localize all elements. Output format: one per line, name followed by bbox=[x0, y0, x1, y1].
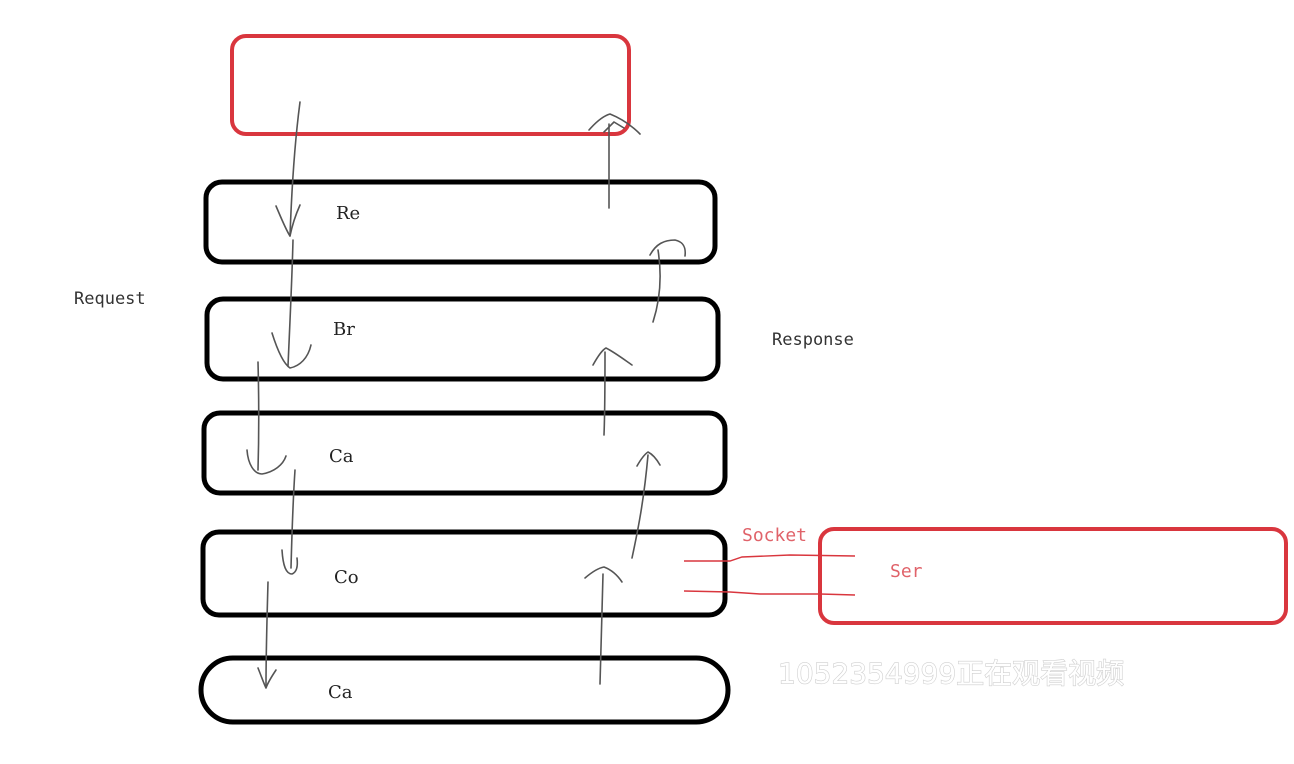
request-arrow-4 bbox=[290, 469, 296, 569]
layer-box-ca bbox=[201, 410, 728, 496]
layer-label-ca-bottom: Ca bbox=[328, 682, 353, 703]
request-arrow-5-head bbox=[257, 667, 277, 689]
layer-label-ca: Ca bbox=[329, 446, 354, 467]
layer-label-br: Br bbox=[333, 319, 355, 340]
response-arrow-5-tip bbox=[603, 121, 625, 133]
layer-label-re: Re bbox=[336, 203, 360, 224]
request-arrow-2 bbox=[287, 239, 294, 367]
side-label-response: Response bbox=[772, 330, 854, 350]
request-arrow-3-head bbox=[246, 449, 287, 475]
response-arrow-2-head bbox=[636, 451, 661, 467]
request-arrow-3 bbox=[257, 361, 260, 471]
request-arrow-1-head bbox=[275, 204, 301, 237]
response-arrow-3-head bbox=[592, 347, 633, 366]
watermark: 1052354999正在观看视频 bbox=[778, 657, 1124, 690]
request-arrow-2-head bbox=[271, 332, 312, 369]
layer-box-br bbox=[204, 296, 721, 382]
client-box bbox=[230, 34, 631, 136]
response-arrow-1-head bbox=[584, 566, 623, 583]
layer-box-re bbox=[203, 179, 718, 265]
response-arrow-4 bbox=[652, 249, 661, 323]
server-label: Ser bbox=[890, 561, 923, 582]
side-label-request: Request bbox=[74, 289, 146, 309]
response-arrow-2 bbox=[631, 454, 649, 559]
layer-label-co: Co bbox=[334, 567, 359, 588]
response-arrow-5-head bbox=[588, 113, 641, 135]
socket-line-upper bbox=[684, 554, 856, 562]
response-arrow-4-head bbox=[649, 239, 687, 257]
request-arrow-4-head bbox=[281, 549, 299, 575]
layer-box-co bbox=[200, 529, 728, 618]
layer-box-ca-bottom bbox=[198, 655, 731, 725]
request-arrow-5 bbox=[265, 581, 269, 687]
server-box bbox=[818, 527, 1288, 625]
request-arrow-1 bbox=[289, 101, 301, 237]
socket-label: Socket bbox=[742, 525, 807, 546]
response-arrow-3 bbox=[603, 351, 606, 436]
response-arrow-1 bbox=[599, 573, 604, 685]
socket-line-lower bbox=[683, 590, 856, 596]
